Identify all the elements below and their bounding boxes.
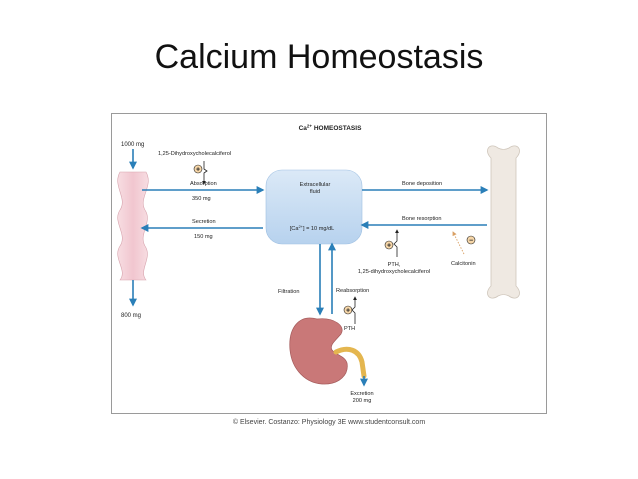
- kidney: [289, 317, 348, 385]
- excretion-label: Excretion: [350, 391, 373, 397]
- pth-stimulation-arrow: [393, 229, 399, 257]
- filtration-label: Filtration: [278, 289, 299, 295]
- ecf-label-line1: Extracellular: [300, 182, 331, 188]
- plus-icon: [384, 240, 394, 250]
- calcium-homeostasis-diagram: Ca2+ HOMEOSTASIS 1000 mg 800 mg 1,25-Dih…: [111, 113, 547, 414]
- diagram-canvas: Ca2+ HOMEOSTASIS 1000 mg 800 mg 1,25-Dih…: [117, 124, 520, 404]
- minus-icon: [466, 235, 476, 245]
- excretion-amount: 200 mg: [353, 398, 372, 404]
- plus-sign: +: [346, 308, 350, 315]
- pth-reabsorption-arrow: [351, 296, 357, 324]
- secretion-label: Secretion: [192, 219, 216, 225]
- bone-resorption-label: Bone resorption: [402, 216, 442, 222]
- pth-vitd-line2: 1,25-dihydroxycholecalciferol: [358, 269, 430, 275]
- slide-title: Calcium Homeostasis: [154, 38, 484, 76]
- calcitonin-label: Calcitonin: [451, 261, 476, 267]
- plus-icon: [193, 164, 203, 174]
- plus-sign: +: [387, 243, 391, 250]
- vitamin-d-label: 1,25-Dihydroxycholecalciferol: [158, 151, 231, 157]
- image-credit: © Elsevier. Costanzo: Physiology 3E www.…: [232, 419, 426, 426]
- absorption-label: Absorption: [190, 181, 217, 187]
- ureter: [333, 346, 367, 379]
- pth-label: PTH: [344, 326, 355, 332]
- bone: [487, 145, 520, 299]
- intestine: [117, 171, 149, 281]
- plus-sign: +: [196, 167, 200, 174]
- extracellular-fluid: [265, 169, 363, 245]
- reabsorption-label: Reabsorption: [336, 288, 369, 294]
- secretion-amount: 150 mg: [194, 234, 213, 240]
- vitamin-d-stimulation-arrow: [202, 161, 208, 185]
- ecf-label-line2: fluid: [310, 189, 320, 195]
- diagram-heading: Ca2+ HOMEOSTASIS: [299, 124, 362, 133]
- minus-sign: −: [469, 238, 473, 245]
- intake-label: 1000 mg: [121, 142, 144, 148]
- calcitonin-inhibition-arrow: [452, 231, 465, 255]
- bone-deposition-label: Bone deposition: [402, 181, 442, 187]
- absorption-amount: 350 mg: [192, 196, 211, 202]
- pth-vitd-line1: PTH,: [388, 262, 401, 268]
- fecal-output-label: 800 mg: [121, 313, 141, 319]
- ecf-concentration: [Ca2+] = 10 mg/dL: [290, 224, 335, 232]
